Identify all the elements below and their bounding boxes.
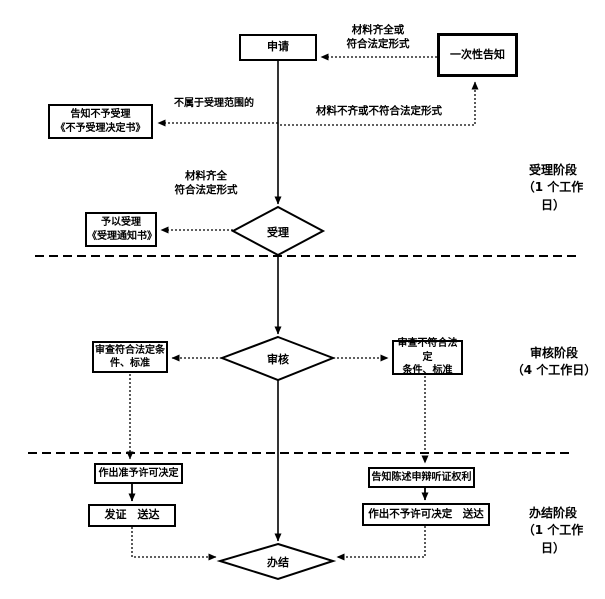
finish-diamond-shape: [216, 542, 337, 581]
stage-label-review: 审核阶段 （4 个工作日）: [511, 346, 597, 378]
stage-label-completion: 办结阶段 （1 个工作 日）: [522, 506, 584, 555]
issue-deliver-box: 发证 送达: [88, 504, 176, 527]
stage-label-acceptance: 受理阶段 （1 个工作 日）: [522, 163, 584, 212]
edge-label-materials-complete-legal: 材料齐全 符合法定形式: [174, 170, 238, 196]
accept-diamond-label: 受理: [267, 226, 289, 239]
review-diamond-label: 审核: [267, 353, 289, 366]
edge-deny-to-finish: [336, 526, 426, 561]
accept-diamond-shape: [230, 205, 326, 257]
edge-label-not-in-scope: 不属于受理范围的: [174, 98, 254, 109]
review-diamond-shape: [219, 335, 336, 382]
grant-decision-box: 作出准予许可决定: [94, 463, 183, 484]
accept-notice-box: 予以受理 《受理通知书》: [85, 212, 157, 247]
apply-box: 申请: [239, 34, 317, 61]
one-time-notice-box: 一次性告知: [437, 33, 518, 77]
edge-issue-to-finish: [131, 527, 217, 561]
reject-notice-box: 告知不予受理 《不予受理决定书》: [48, 104, 153, 139]
edge-label-materials-complete-or-legal: 材料齐全或 符合法定形式: [346, 24, 410, 50]
deny-deliver-box: 作出不予许可决定 送达: [362, 503, 490, 526]
review-fail-box: 审查不符合法定 条件、标准: [392, 338, 463, 376]
edge-label-materials-incomplete: 材料不齐或不符合法定形式: [316, 105, 442, 117]
hearing-rights-box: 告知陈述申辩听证权利: [368, 467, 475, 488]
edge-to-one-time-notice: [280, 81, 479, 126]
finish-diamond-label: 办结: [267, 556, 289, 569]
review-pass-box: 审查符合法定条 件、标准: [92, 341, 168, 373]
